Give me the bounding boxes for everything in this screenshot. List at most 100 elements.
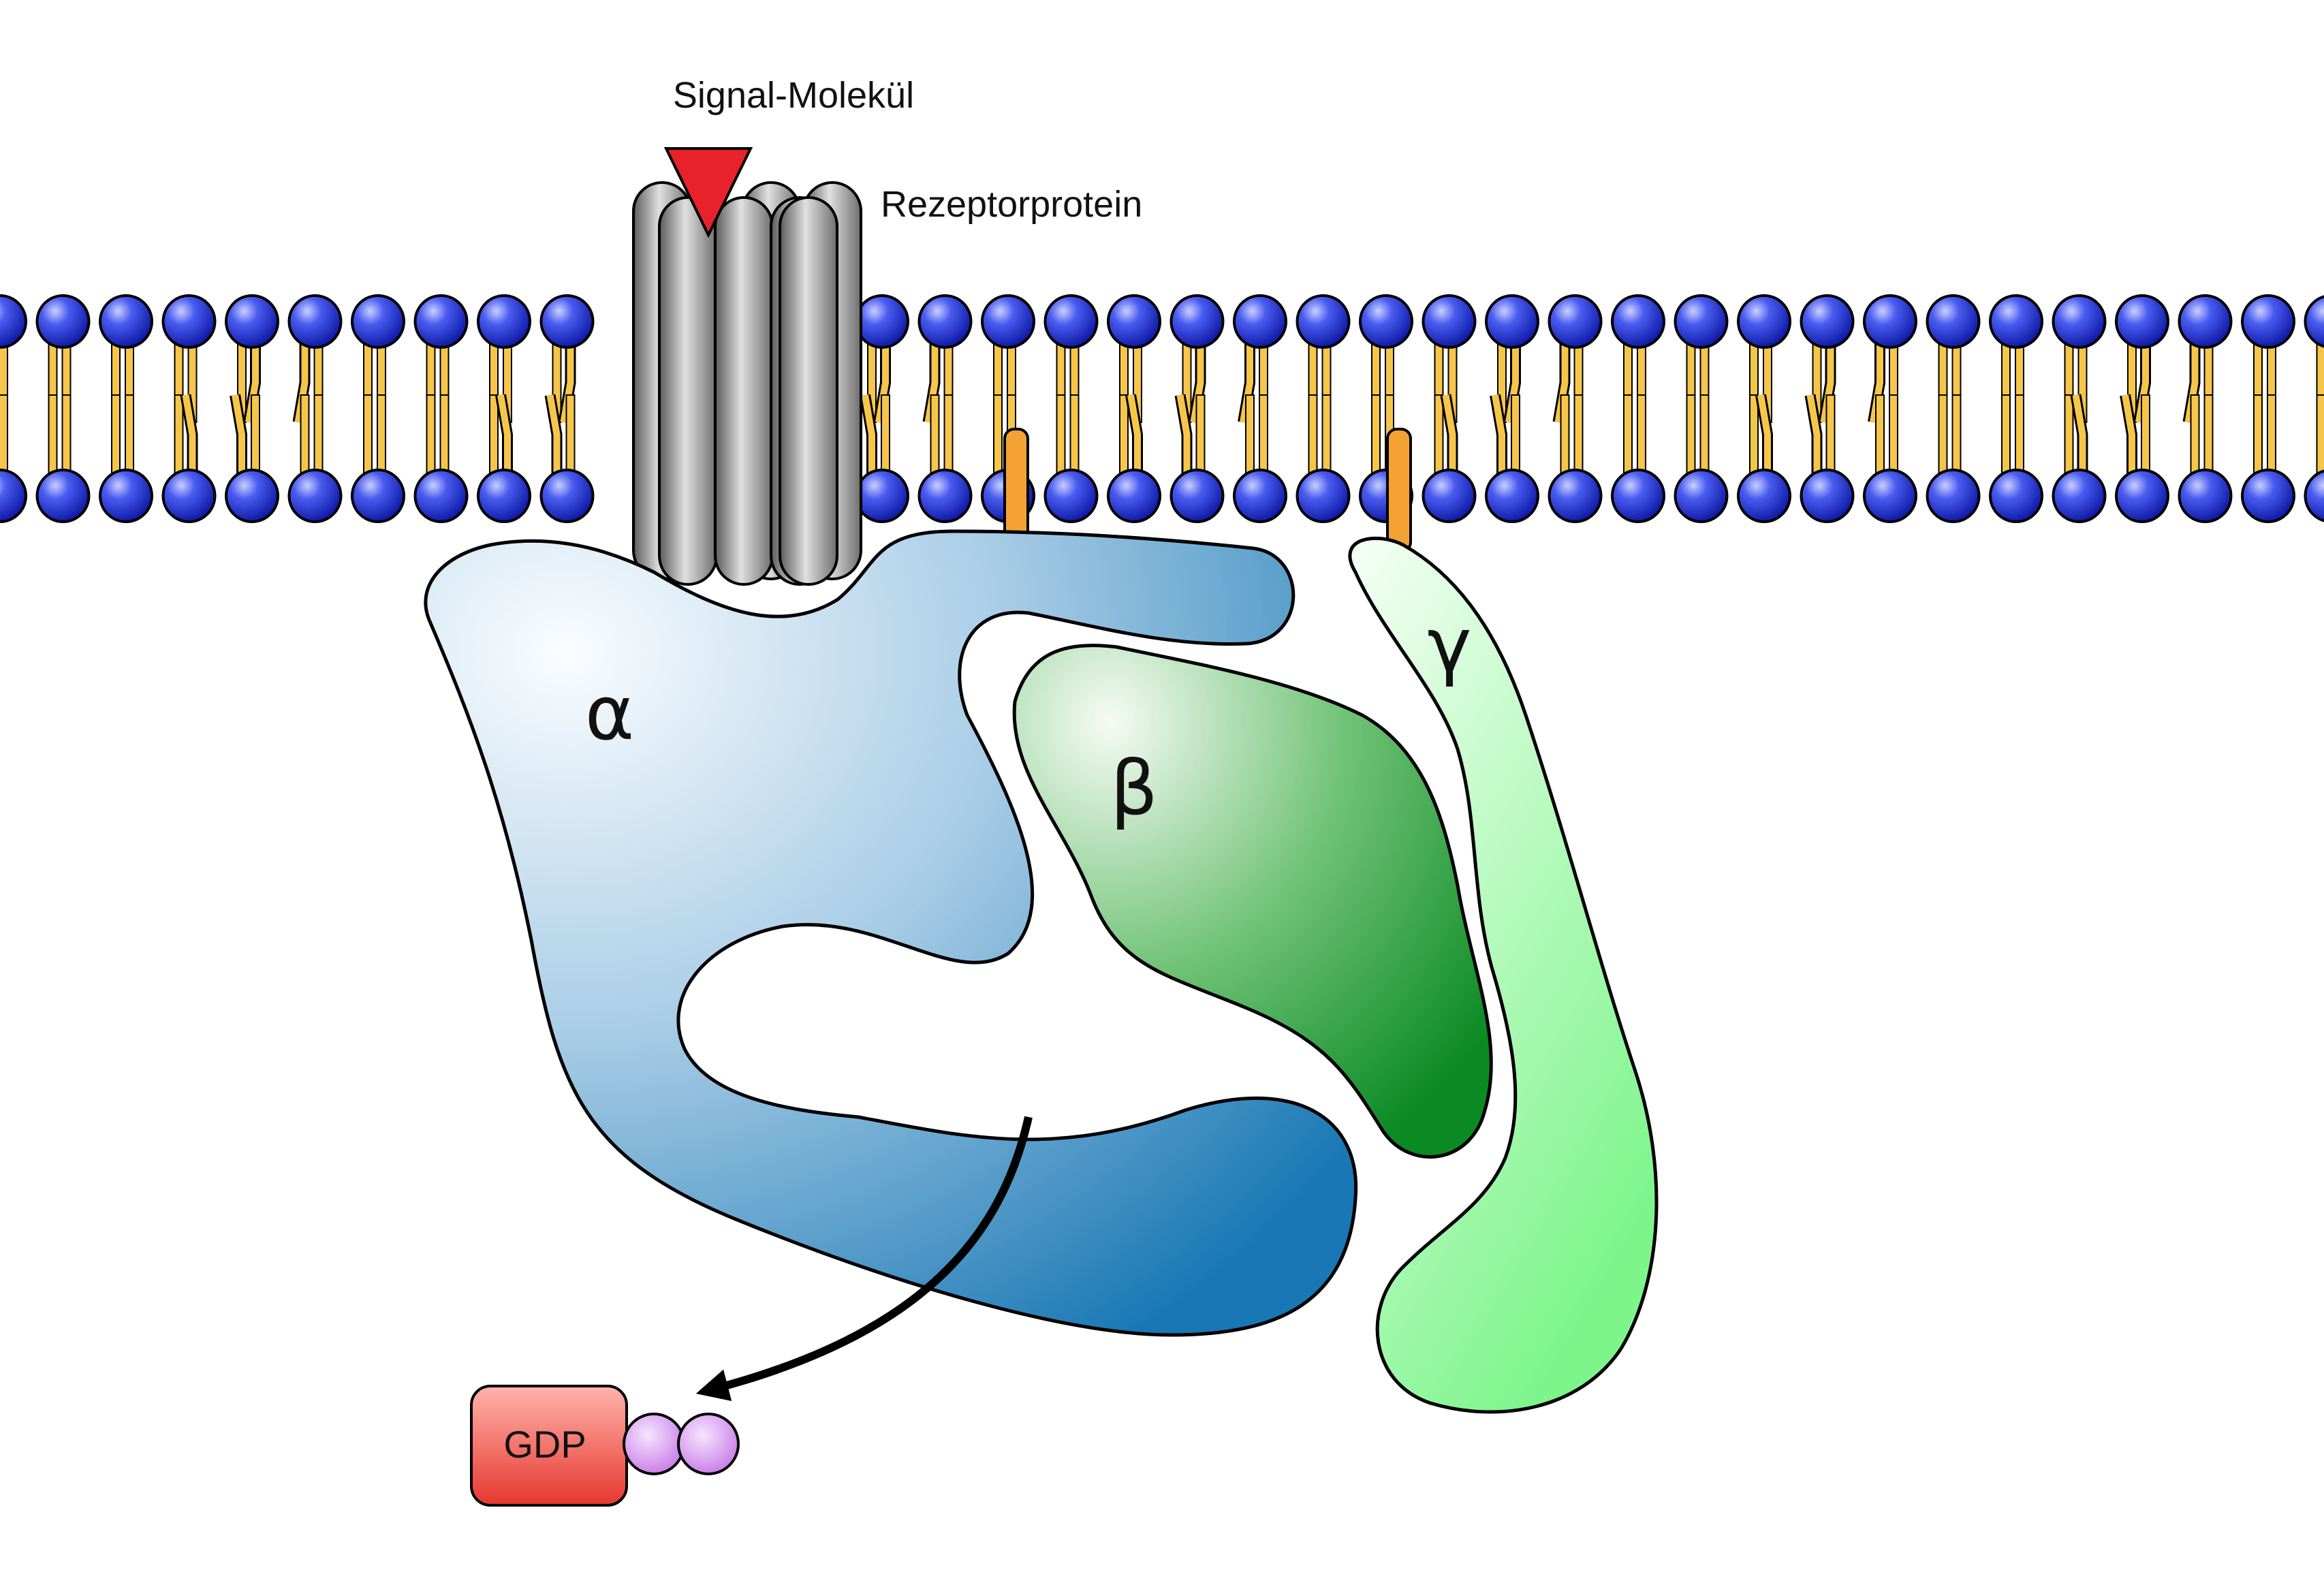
lipid-head-icon [1548, 294, 1603, 349]
receptor-protein-label: Rezeptorprotein [881, 184, 1142, 225]
lipid-tail [1938, 394, 1962, 476]
beta-label: β [1110, 744, 1158, 832]
lipid-head-icon [1800, 469, 1855, 523]
lipid-head-icon [1863, 469, 1917, 523]
lipid-tail [1560, 394, 1584, 476]
lipid-head-icon [855, 469, 909, 523]
lipid-head-icon [1737, 469, 1791, 523]
lipid-head-icon [413, 469, 469, 523]
lipid-head-icon [539, 469, 595, 523]
lipid-tail [1245, 394, 1268, 476]
signal-molecule-icon [663, 147, 753, 238]
receptor-protein [632, 181, 862, 586]
lipid-head-icon [539, 294, 595, 349]
lipid-head-icon [225, 469, 279, 523]
lipid-head-icon [855, 294, 909, 349]
lipid-tail [2316, 394, 2324, 476]
lipid-head-icon [1737, 294, 1791, 349]
lipid-head-icon [1169, 469, 1225, 523]
lipid-tail [1490, 394, 1520, 476]
lipid-head-icon [2241, 469, 2295, 523]
signal-molecule-label: Signal-Molekül [673, 75, 914, 116]
lipid-head-icon [1043, 294, 1099, 349]
lipid-head-icon [981, 294, 1035, 349]
lipid-head-icon [2052, 469, 2107, 523]
lipid-head-icon [917, 294, 973, 349]
lipid-tail [2253, 394, 2276, 476]
lipid-tail [2064, 394, 2088, 476]
lipid-head-icon [413, 294, 469, 349]
lipid-head-icon [225, 294, 279, 349]
lipid-head-icon [351, 469, 405, 523]
lipid-tail [1174, 394, 1206, 476]
lipid-head-icon [917, 469, 973, 523]
lipid-head-icon [0, 469, 27, 523]
lipid-head-icon [2241, 294, 2295, 349]
phosphate-1-icon [623, 1413, 685, 1475]
lipid-tail [2001, 394, 2024, 476]
lipid-tail [1119, 394, 1143, 476]
lipid-tail [1308, 394, 1332, 476]
lipid-head-icon [35, 469, 91, 523]
lipid-head-icon [1233, 294, 1287, 349]
lipid-head-icon [477, 294, 531, 349]
gdp-molecule: GDP [470, 1385, 740, 1507]
alpha-subunit [424, 529, 1358, 1337]
lipid-head-icon [1863, 294, 1917, 349]
lipid-head-icon [1422, 469, 1477, 523]
lipid-head-icon [2052, 294, 2107, 349]
membrane [0, 294, 2324, 523]
lipid-head-icon [1674, 294, 1729, 349]
lipid-head-icon [1296, 469, 1351, 523]
lipid-head-icon [1107, 294, 1161, 349]
lipid-head-icon [1233, 469, 1287, 523]
lipid-tail [0, 394, 8, 476]
lipid-head-icon [351, 294, 405, 349]
lipid-head-icon [0, 294, 27, 349]
lipid-tail [544, 394, 576, 476]
lipid-head-icon [1800, 294, 1855, 349]
lipid-head-icon [477, 469, 531, 523]
beta-subunit [1012, 644, 1493, 1159]
lipid-head-icon [1359, 294, 1413, 349]
gamma-subunit [1348, 536, 1659, 1414]
lipid-tail [489, 394, 513, 476]
lipid-head-icon [1548, 469, 1603, 523]
lipid-head-icon [1422, 294, 1477, 349]
lipid-tail [174, 394, 198, 476]
gamma-lipid-anchor [1386, 428, 1412, 553]
alpha-label: α [585, 670, 635, 757]
lipid-tail [1434, 394, 1458, 476]
lipid-head-icon [1043, 469, 1099, 523]
lipid-head-icon [1485, 469, 1539, 523]
lipid-head-icon [2304, 469, 2324, 522]
lipid-head-icon [161, 469, 217, 523]
lipid-head-icon [2115, 294, 2169, 349]
lipid-tail [1623, 394, 1646, 476]
lipid-head-icon [1611, 294, 1665, 349]
lipid-head-icon [1611, 469, 1665, 523]
release-arrow [695, 1116, 1033, 1402]
lipid-head-icon [1989, 469, 2043, 523]
lipid-head-icon [161, 294, 217, 349]
lipid-head-icon [1169, 294, 1225, 349]
lipid-head-icon [1989, 294, 2043, 349]
lipid-head-icon [2178, 469, 2233, 523]
lipid-head-icon [287, 469, 343, 523]
lipid-head-icon [1926, 469, 1981, 523]
lipid-tail [1056, 394, 1080, 476]
lipid-tail [2190, 394, 2214, 476]
lipid-head-icon [287, 294, 343, 349]
lipid-head-icon [1926, 294, 1981, 349]
phosphate-2-icon [677, 1413, 740, 1475]
lipid-head-icon [1674, 469, 1729, 523]
gamma-label: γ [1427, 601, 1471, 689]
lipid-head-icon [1107, 469, 1161, 523]
lipid-head-icon [35, 294, 91, 349]
lipid-tail [860, 394, 890, 476]
lipid-head-icon [99, 469, 153, 523]
lipid-tail [363, 394, 386, 476]
lipid-head-icon [2304, 295, 2324, 348]
lipid-head-icon [99, 294, 153, 349]
